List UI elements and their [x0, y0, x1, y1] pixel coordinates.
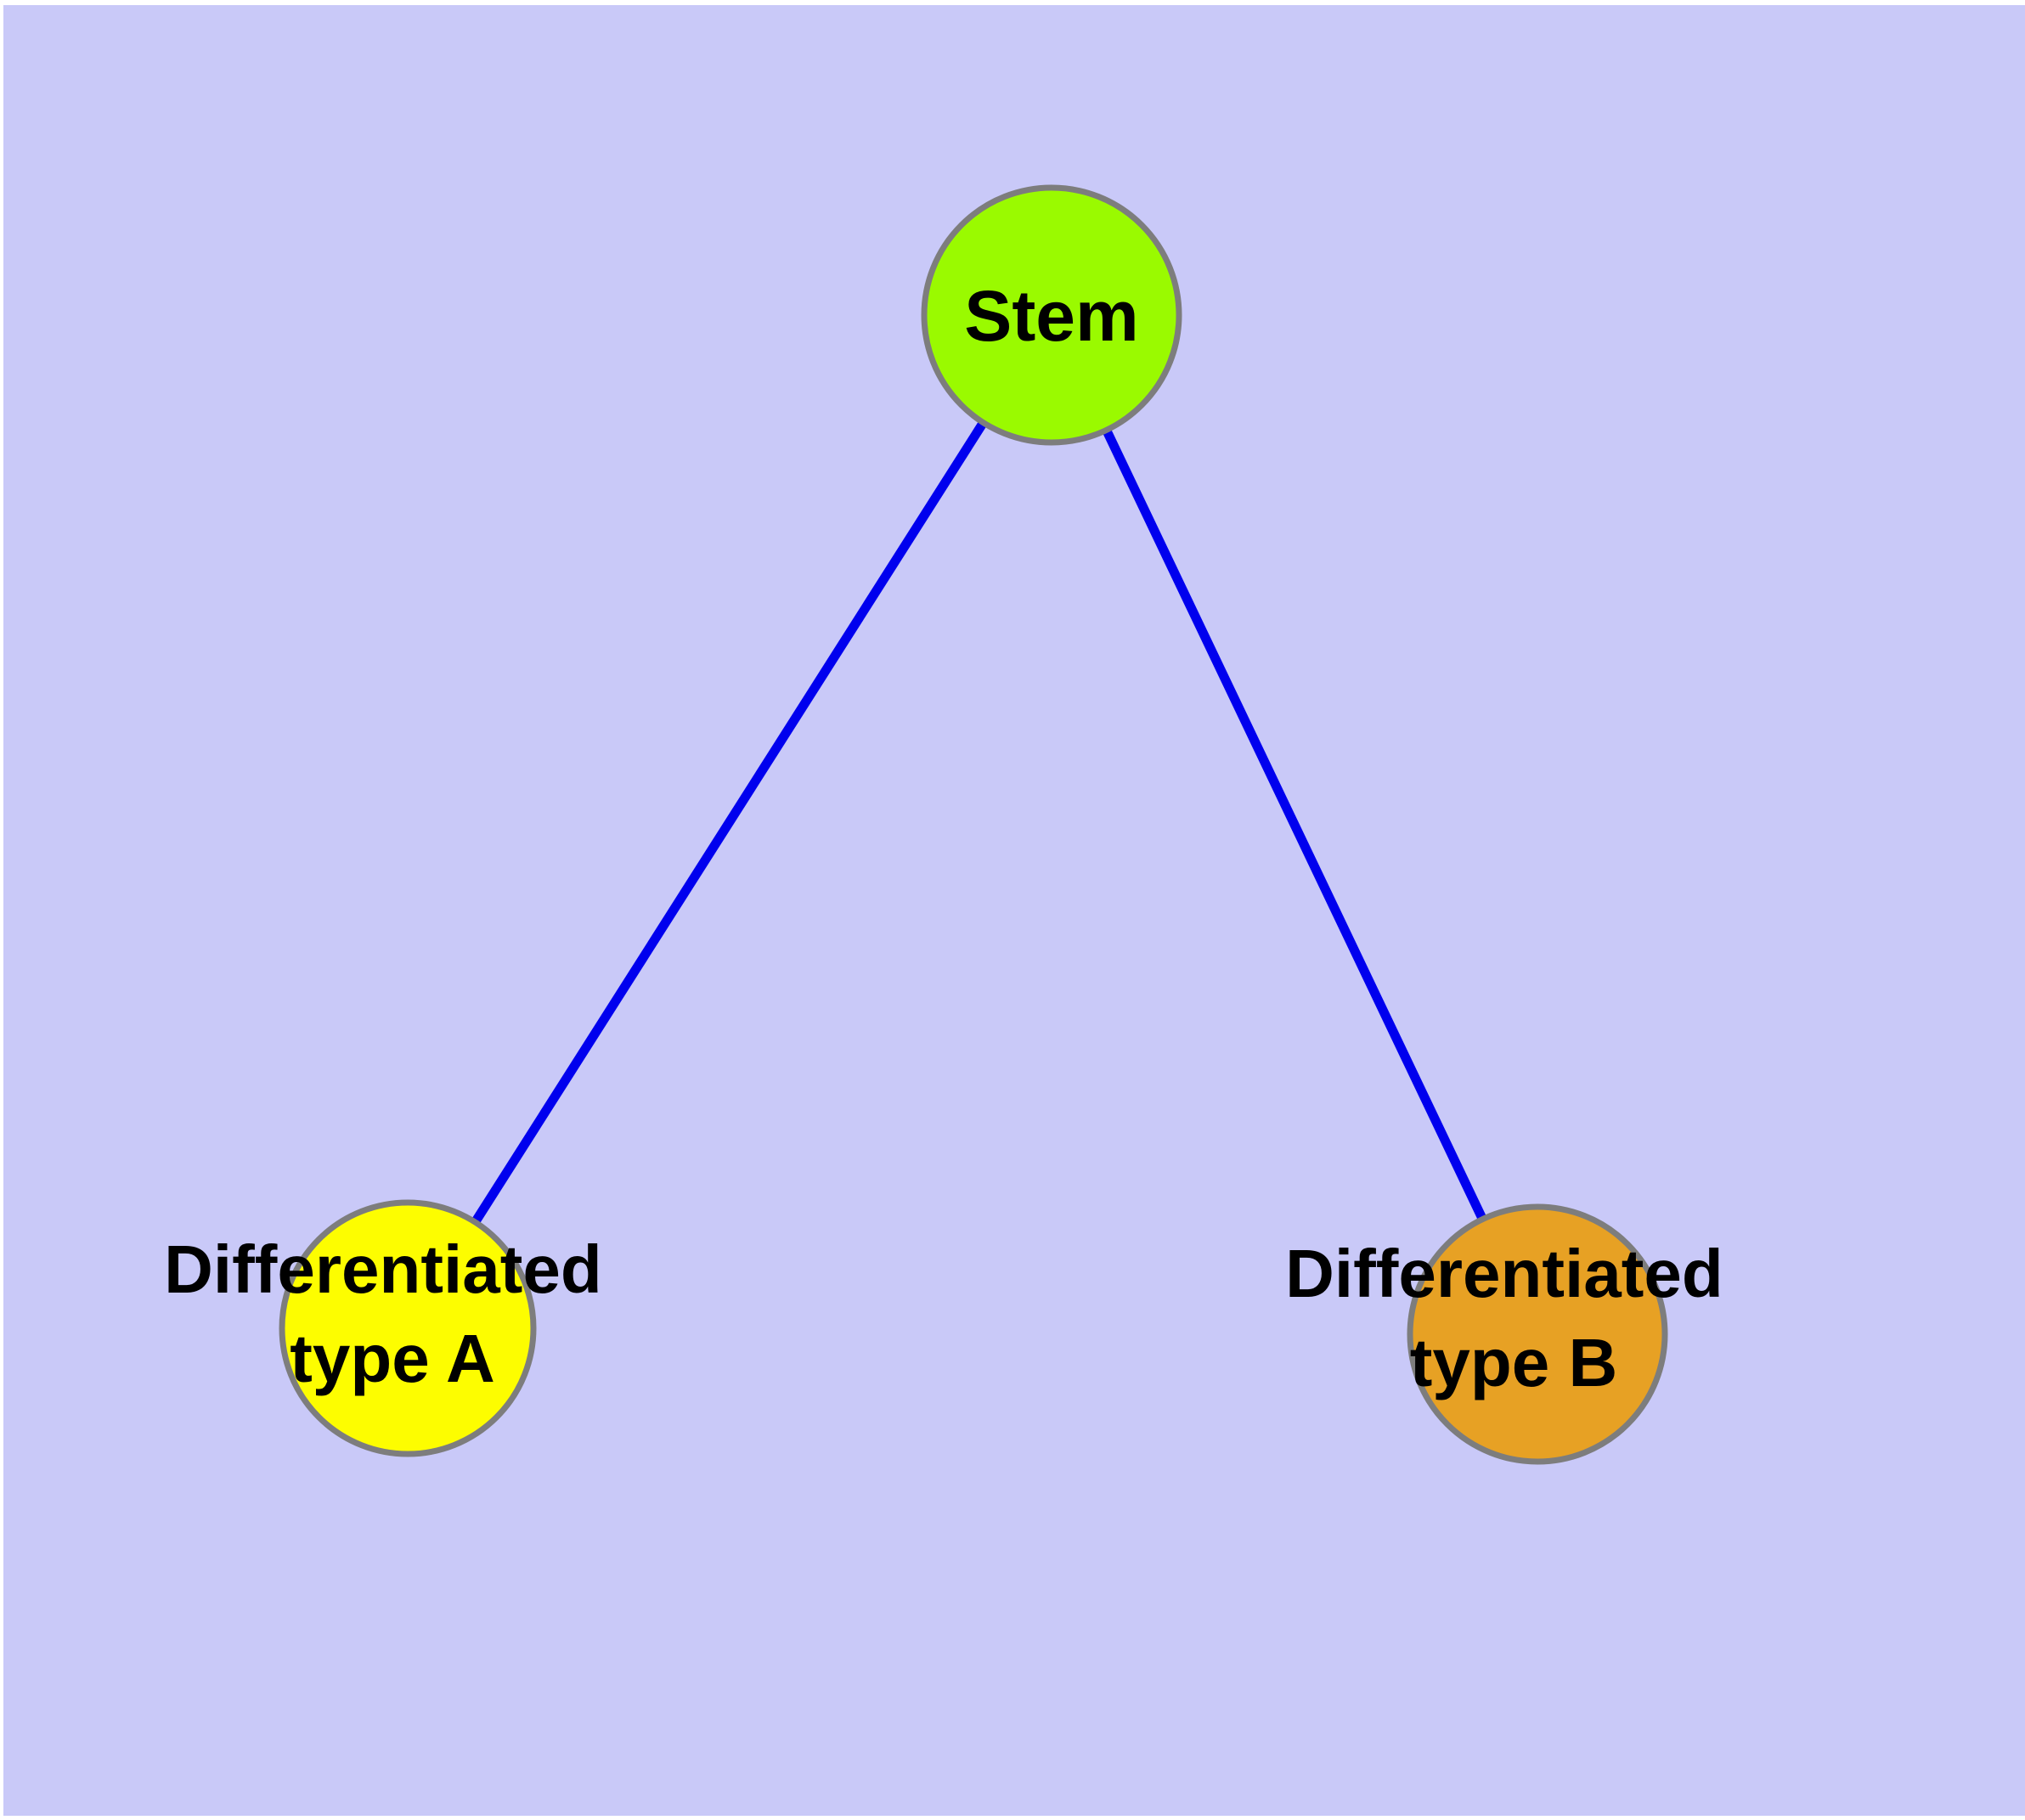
type-b-label-line1: Differentiated — [1285, 1236, 1723, 1311]
type-a-node — [279, 1199, 537, 1457]
stem-node — [921, 184, 1182, 446]
type-b-node — [1407, 1203, 1668, 1465]
edge-stem-to-type-b — [1047, 313, 1542, 1337]
type-a-label-line2: type A — [290, 1321, 495, 1396]
type-a-label-line1: Differentiated — [164, 1231, 602, 1307]
type-b-label-line2: type B — [1410, 1325, 1618, 1400]
stem-node-label: Stem — [964, 276, 1138, 356]
type-a-node-label: Differentiated type A — [164, 1231, 621, 1396]
type-b-node-label: Differentiated type B — [1285, 1236, 1742, 1400]
edge-stem-to-type-a — [403, 313, 1056, 1331]
